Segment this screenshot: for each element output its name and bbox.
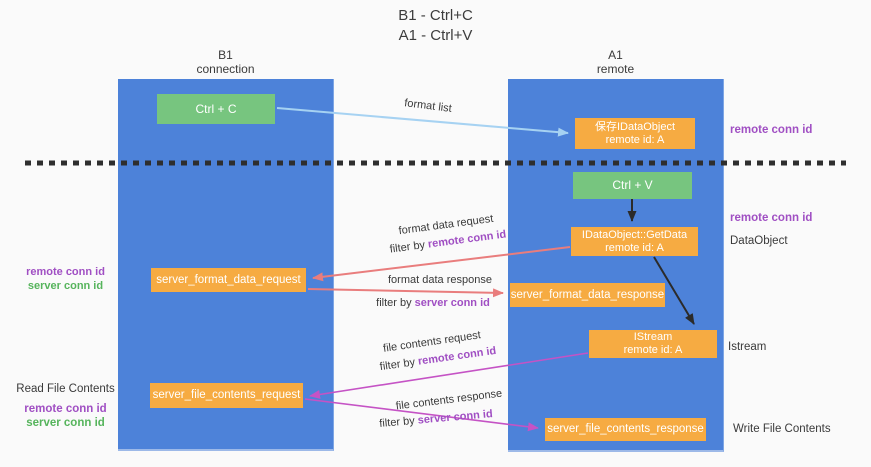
column-b1-role: connection	[196, 62, 255, 76]
column-a1-role: remote	[596, 62, 635, 76]
node-server-file-contents-response: server_file_contents_response	[545, 418, 706, 441]
node-save-line1: 保存IDataObject	[594, 120, 676, 133]
node-ctrl-c: Ctrl + C	[157, 94, 275, 124]
filter-server-conn-id: server conn id	[414, 297, 490, 309]
annotation-server-conn-id-left2: server conn id	[26, 417, 105, 429]
title-line-1: B1 - Ctrl+C	[398, 7, 473, 24]
node-save-idataobject: 保存IDataObject remote id: A	[575, 118, 695, 149]
column-header-a1: A1 remote	[508, 48, 723, 76]
node-ctrl-v: Ctrl + V	[573, 172, 692, 199]
column-a1-name: A1	[608, 48, 623, 62]
column-b1-name: B1	[218, 48, 233, 62]
annotation-dataobject: DataObject	[730, 235, 788, 247]
diagram-title: B1 - Ctrl+C A1 - Ctrl+V	[0, 6, 871, 46]
filter-prefix: filter by	[378, 414, 419, 430]
filter-prefix: filter by	[379, 355, 419, 374]
node-file-request-label: server_file_contents_request	[152, 389, 301, 401]
node-ctrl-c-label: Ctrl + C	[195, 101, 237, 116]
annotation-istream: Istream	[728, 341, 767, 353]
arrow-format-data-response	[307, 288, 504, 298]
node-format-request-label: server_format_data_request	[156, 273, 301, 286]
node-server-format-data-response: server_format_data_response	[510, 283, 665, 307]
annotation-read-file-block: Read File Contents remote conn id server…	[13, 382, 118, 430]
filter-prefix: filter by	[389, 238, 429, 256]
edge-label-format-data-response: format data response	[388, 274, 492, 286]
node-file-response-label: server_file_contents_response	[547, 423, 704, 435]
filter-server-conn-id: server conn id	[417, 408, 494, 427]
edge-label-filter-server-1: filter by server conn id	[376, 297, 490, 309]
annotation-remote-conn-id-top: remote conn id	[730, 124, 813, 136]
node-getdata-line1: IDataObject::GetData	[581, 228, 688, 241]
annotation-left-conn-ids: remote conn id server conn id	[18, 265, 113, 293]
annotation-remote-conn-id-left1: remote conn id	[26, 266, 105, 278]
node-istream-line2: remote id: A	[623, 344, 683, 356]
node-istream-line1: IStream	[633, 331, 673, 343]
annotation-remote-conn-id-left2: remote conn id	[24, 403, 107, 415]
column-header-b1: B1 connection	[118, 48, 333, 76]
node-format-response-label: server_format_data_response	[510, 288, 665, 301]
node-save-line2: remote id: A	[605, 133, 665, 146]
filter-prefix: filter by	[376, 297, 415, 309]
title-line-2: A1 - Ctrl+V	[398, 27, 473, 44]
annotation-server-conn-id-left1: server conn id	[27, 280, 104, 292]
annotation-write-file-contents: Write File Contents	[733, 423, 831, 435]
node-idataobject-getdata: IDataObject::GetData remote id: A	[571, 227, 698, 256]
node-istream: IStream remote id: A	[589, 330, 717, 358]
node-server-format-data-request: server_format_data_request	[151, 268, 306, 292]
edge-label-format-list: format list	[403, 97, 453, 115]
annotation-read-file-contents: Read File Contents	[16, 383, 115, 395]
node-ctrl-v-label: Ctrl + V	[612, 178, 653, 192]
node-server-file-contents-request: server_file_contents_request	[150, 383, 303, 408]
node-getdata-line2: remote id: A	[605, 241, 664, 254]
annotation-remote-conn-id-mid: remote conn id	[730, 212, 813, 224]
